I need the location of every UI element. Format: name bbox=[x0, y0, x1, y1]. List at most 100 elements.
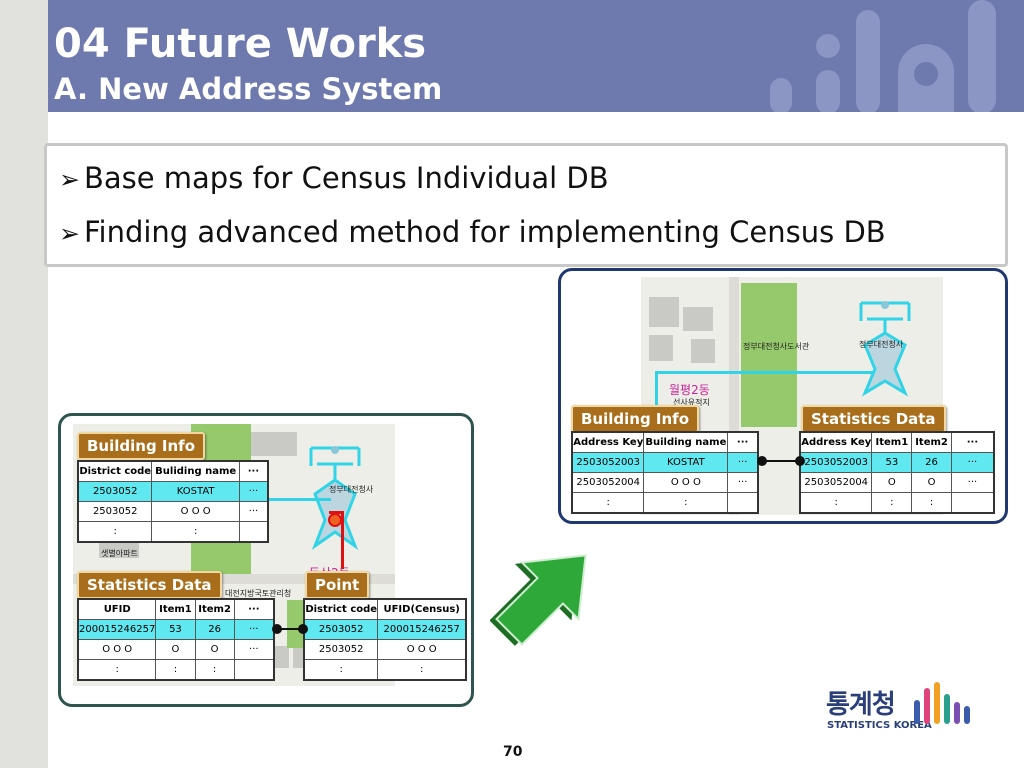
link-line bbox=[655, 371, 873, 374]
table-cell: 2503052 bbox=[303, 639, 379, 660]
join-line bbox=[279, 628, 305, 630]
column-header: Item2 bbox=[911, 431, 952, 453]
table-cell: ··· bbox=[727, 452, 759, 473]
join-dot bbox=[795, 456, 805, 466]
table-row: 2503052004 O O ··· bbox=[799, 472, 995, 493]
link-line bbox=[655, 371, 658, 407]
table-cell: KOSTAT bbox=[643, 452, 729, 473]
point-label: Point bbox=[305, 571, 370, 599]
table-cell: : bbox=[377, 659, 467, 681]
map-block bbox=[683, 307, 713, 331]
table-cell: 200015246257 bbox=[77, 619, 157, 640]
building-info-table: District code Buliding name ··· 2503052 … bbox=[77, 460, 269, 543]
map-road bbox=[73, 574, 395, 584]
column-header: Buliding name bbox=[151, 460, 240, 482]
bullet-text: Base maps for Census Individual DB bbox=[83, 161, 609, 195]
header-bar: 04 Future Works A. New Address System bbox=[48, 0, 1024, 112]
table-row: 2503052004 O O O ··· bbox=[571, 472, 759, 493]
join-dot bbox=[757, 456, 767, 466]
table-cell bbox=[233, 659, 275, 681]
table-cell: : bbox=[151, 521, 240, 543]
building-outline bbox=[309, 446, 361, 551]
column-header: UFID bbox=[77, 598, 157, 620]
table-cell: : bbox=[799, 492, 873, 514]
table-cell: 2503052003 bbox=[571, 452, 645, 473]
table-cell: O bbox=[911, 472, 952, 493]
table-cell: KOSTAT bbox=[151, 481, 240, 502]
column-header: ··· bbox=[233, 598, 275, 620]
map-park bbox=[741, 283, 797, 427]
table-cell: : bbox=[571, 492, 645, 514]
arrow-bullet-icon: ➢ bbox=[59, 219, 80, 248]
column-header: Item1 bbox=[871, 431, 913, 453]
building-info-label: Building Info bbox=[571, 405, 700, 433]
table-row: O O O O O ··· bbox=[77, 639, 275, 660]
table-row: 2503052 200015246257 bbox=[303, 619, 467, 640]
table-cell: : bbox=[194, 659, 235, 681]
map-block bbox=[649, 335, 673, 361]
column-header: Item1 bbox=[155, 598, 196, 620]
bullet-item-2: ➢Finding advanced method for implementin… bbox=[59, 214, 886, 252]
page-subtitle: A. New Address System bbox=[54, 72, 443, 106]
green-arrow-icon bbox=[490, 554, 587, 646]
table-row: 2503052003 KOSTAT ··· bbox=[571, 452, 759, 473]
table-cell: ··· bbox=[727, 472, 759, 493]
table-row: : : bbox=[571, 492, 759, 514]
link-line bbox=[341, 511, 344, 569]
table-row: 200015246257 53 26 ··· bbox=[77, 619, 275, 640]
table-cell: : bbox=[77, 521, 153, 543]
logo-bars-icon bbox=[914, 682, 970, 724]
table-cell: 2503052 bbox=[303, 619, 379, 640]
map-label: 정부대전청사 bbox=[859, 340, 904, 349]
table-cell: 26 bbox=[911, 452, 952, 473]
map-label: 정부대전청사 bbox=[329, 485, 374, 494]
table-cell: 53 bbox=[155, 619, 196, 640]
table-cell: 2503052 bbox=[77, 481, 153, 502]
arrow-bullet-icon: ➢ bbox=[59, 165, 80, 194]
bullet-item-1: ➢Base maps for Census Individual DB bbox=[59, 160, 609, 198]
table-cell: 26 bbox=[194, 619, 235, 640]
table-row: : : : bbox=[77, 659, 275, 681]
column-header: District code bbox=[77, 460, 153, 482]
table-cell: O bbox=[871, 472, 913, 493]
table-cell: O O O bbox=[151, 501, 240, 522]
table-cell: ··· bbox=[950, 452, 995, 473]
building-info-table: Address Key Building name ··· 2503052003… bbox=[571, 431, 759, 514]
map-label: 샛별아파트 bbox=[101, 549, 138, 558]
map-label: 대전지방국토관리청 bbox=[225, 589, 292, 598]
column-header: ··· bbox=[238, 460, 269, 482]
column-header: Address Key bbox=[571, 431, 645, 453]
table-cell: : bbox=[871, 492, 913, 514]
logo-korean-text: 통계청 bbox=[826, 690, 896, 720]
table-cell: O bbox=[194, 639, 235, 660]
table-cell: ··· bbox=[233, 639, 275, 660]
building-outline bbox=[859, 301, 911, 397]
statistics-data-table: UFID Item1 Item2 ··· 200015246257 53 26 … bbox=[77, 598, 275, 681]
statistics-data-label: Statistics Data bbox=[77, 571, 222, 599]
table-cell: 200015246257 bbox=[377, 619, 467, 640]
table-cell: ··· bbox=[238, 481, 269, 502]
statistics-data-table: Address Key Item1 Item2 ··· 2503052003 5… bbox=[799, 431, 995, 514]
table-cell bbox=[727, 492, 759, 514]
join-dot bbox=[272, 624, 282, 634]
column-header: ··· bbox=[950, 431, 995, 453]
map-park bbox=[287, 600, 307, 648]
column-header: District code bbox=[303, 598, 379, 620]
table-cell: 2503052004 bbox=[799, 472, 873, 493]
table-row: 2503052 O O O ··· bbox=[77, 501, 269, 522]
table-cell: 53 bbox=[871, 452, 913, 473]
column-header: Item2 bbox=[194, 598, 235, 620]
map-label: 월평2동 bbox=[669, 383, 710, 397]
map-block bbox=[99, 542, 139, 558]
bullet-list-box: ➢Base maps for Census Individual DB ➢Fin… bbox=[44, 143, 1008, 267]
table-cell: ··· bbox=[238, 501, 269, 522]
table-row: 2503052 KOSTAT ··· bbox=[77, 481, 269, 502]
table-cell: ··· bbox=[233, 619, 275, 640]
left-figure-panel: 정부대전청사 둔산2동 샛별아파트 대전지방국토관리청 Building Inf… bbox=[58, 413, 474, 707]
table-cell: : bbox=[77, 659, 157, 681]
table-row: 2503052 O O O bbox=[303, 639, 467, 660]
table-row: : : bbox=[77, 521, 269, 543]
table-cell bbox=[950, 492, 995, 514]
statistics-data-label: Statistics Data bbox=[801, 405, 946, 433]
table-cell: : bbox=[911, 492, 952, 514]
